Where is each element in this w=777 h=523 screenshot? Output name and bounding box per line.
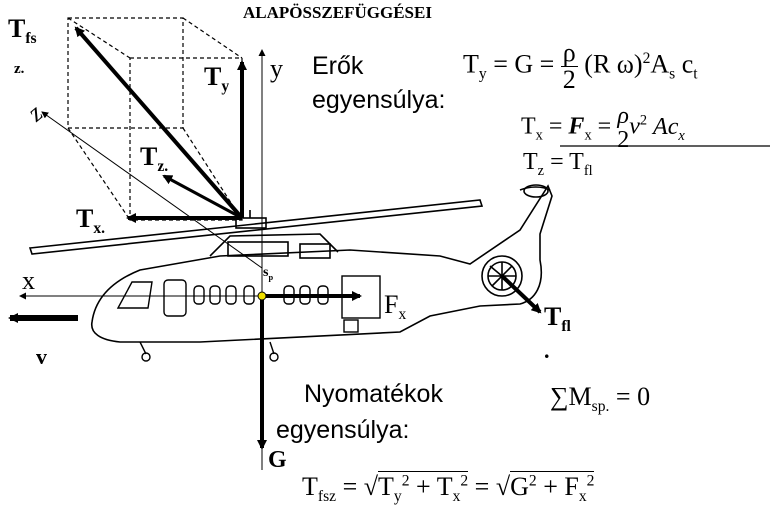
t-z-arrow (162, 174, 243, 220)
label-g: G (268, 447, 287, 473)
z-axis-line (41, 111, 263, 269)
t-fs-arrow (74, 26, 244, 220)
label-t-x: Tx. (76, 204, 106, 238)
tail-rotor (481, 255, 523, 297)
helicopter-windows (116, 275, 381, 333)
label-x-axis: x (22, 266, 35, 295)
label-z-dot: z. (14, 61, 25, 77)
label-f-x: Fx (384, 290, 407, 324)
label-t-y: Ty (204, 62, 230, 96)
moments-caption-line2: egyensúlya: (276, 416, 410, 444)
main-rotor (28, 199, 484, 255)
label-s-p: sp (263, 265, 274, 282)
label-v: v (36, 344, 47, 369)
center-of-gravity-dot (257, 291, 267, 301)
forces-caption-line2: egyensúlya: (312, 86, 446, 114)
forces-caption-line1: Erők (312, 52, 364, 80)
diagram-title: ALAPÖSSZEFÜGGÉSEI (243, 3, 432, 22)
landing-gear (139, 341, 279, 362)
equation-tfsz: Tfsz = √Ty2 + Tx2 = √G2 + Fx2 (302, 471, 595, 506)
label-dot: . (544, 338, 550, 363)
equation-moment: ∑Msp. = 0 (550, 382, 651, 416)
label-t-fs: Tfs (8, 14, 37, 48)
equation-tz: Tz = Tfl (523, 149, 593, 179)
label-y-axis: y (270, 54, 283, 83)
helicopter-body (91, 184, 553, 343)
label-t-fl: Tfl (544, 302, 571, 336)
label-t-z: Tz. (140, 142, 169, 176)
moments-caption-line1: Nyomatékok (304, 380, 443, 408)
